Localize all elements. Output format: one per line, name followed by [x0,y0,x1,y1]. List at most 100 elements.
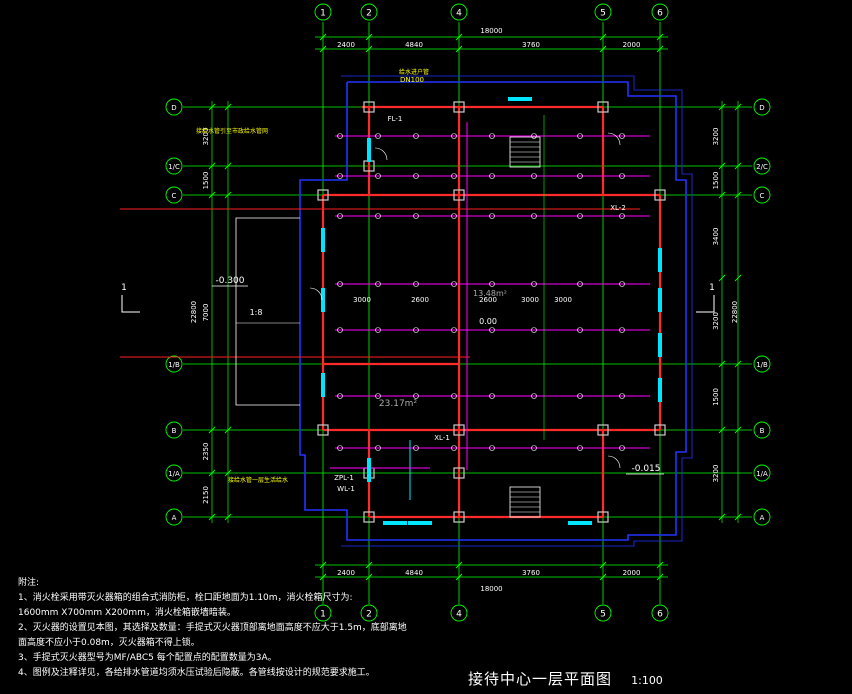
dim-tick [656,33,664,41]
dim-tick [365,573,373,581]
label-room-area2: 13.48m² [473,289,507,298]
column [453,424,465,436]
dim-tick [365,45,373,53]
window-mark [658,248,662,272]
column [654,424,666,436]
column [597,101,609,113]
axis-bubble [594,604,612,622]
axis-label: 5 [600,9,606,19]
axis-bubble [594,3,612,21]
sprinkler-head [531,213,537,219]
label-mid-dim: 3000 [353,296,371,304]
notes-heading: 附注: [18,578,40,588]
dim-text: 2000 [623,569,641,577]
column [597,424,609,436]
section-label: 1 [709,283,715,293]
dim-total: 18000 [480,27,502,35]
sprinkler-head [413,281,419,287]
dim-tick [599,33,607,41]
column [453,511,465,523]
label-mid-dim: 2600 [411,296,429,304]
sprinkler-head [337,213,343,219]
dim-tick [734,426,742,434]
window-mark [658,333,662,357]
axis-bubble [753,355,771,373]
sprinkler-head [531,173,537,179]
label-xl1: XL-1 [434,434,450,442]
sprinkler-head [489,173,495,179]
window-mark [658,288,662,312]
sprinkler-head [577,133,583,139]
dim-text: 4840 [405,569,423,577]
axis-bubble [165,157,183,175]
axis-label: A [760,514,765,522]
dim-tick [365,561,373,569]
axis-label: C [760,192,765,200]
dim-tick [365,33,373,41]
dim-tick [319,33,327,41]
sprinkler-head [337,133,343,139]
axis-bubble [165,464,183,482]
sprinkler-head [531,133,537,139]
window-mark-h [568,521,592,525]
sprinkler-head [413,393,419,399]
dim-tick [224,103,232,111]
sprinkler-head [413,445,419,451]
ramp-outline [235,217,300,406]
sprinkler-head [619,213,625,219]
axis-label: 2/C [756,163,768,171]
axis-bubble [753,508,771,526]
door-swing [607,455,621,469]
dim-tick [455,561,463,569]
dim-tick [718,103,726,111]
column [453,189,465,201]
drawing-title: 接待中心一层平面图 [468,670,613,688]
notes-line-3: 2、灭火器的设置见本图，其选择及数量：手提式灭火器顶部离地面高度不应大于1.5m… [18,623,407,633]
label-pipe-note: 给水进户管 [399,68,429,76]
sprinkler-head [337,173,343,179]
dim-tick [599,561,607,569]
axis-bubble [651,604,669,622]
dim-tick [718,426,726,434]
dim-text: 3200 [712,312,720,330]
sprinkler-head [577,173,583,179]
dim-text: 3200 [202,128,210,146]
axis-label: D [759,104,764,112]
axis-bubble [165,508,183,526]
sprinkler-head [577,327,583,333]
sprinkler-head [489,213,495,219]
label-fl1: FL-1 [388,115,403,123]
sprinkler-head [375,281,381,287]
column [654,189,666,201]
sprinkler-head [451,173,457,179]
dim-tick [734,191,742,199]
label-left-note-top: 接给水管引至市政给水管网 [196,127,268,135]
dim-tick [224,162,232,170]
axis-bubble [165,421,183,439]
axis-label: 5 [600,610,606,620]
sprinkler-head [375,133,381,139]
dim-text: 2350 [202,443,210,461]
dim-tick [734,103,742,111]
dim-tick [208,103,216,111]
dim-tick [718,191,726,199]
axis-label: 1/A [756,470,768,478]
sprinkler-head [531,445,537,451]
dim-text: 3760 [522,41,540,49]
axis-label: 6 [657,9,663,19]
sprinkler-head [337,393,343,399]
axis-bubble [450,604,468,622]
dim-tick [208,469,216,477]
label-mid-dim: 3000 [521,296,539,304]
dim-text: 2400 [337,569,355,577]
label-ramp: 1:8 [250,308,263,317]
sprinkler-head [619,445,625,451]
notes-line-6: 4、图例及注释详见，各给排水管道均须水压试验后隐蔽。各管线按设计的规范要求施工。 [18,668,375,678]
dim-tick [734,274,742,282]
dim-text: 1500 [712,172,720,190]
sprinkler-head [337,281,343,287]
dim-text: 2150 [202,486,210,504]
axis-label: 1 [320,610,326,620]
dim-text: 1500 [202,172,210,190]
